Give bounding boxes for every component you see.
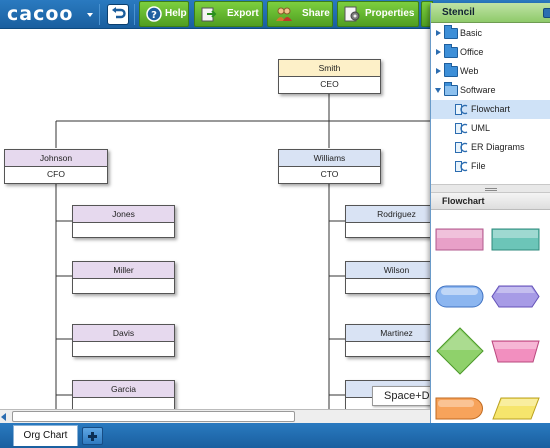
stencil-icon — [455, 161, 468, 172]
stencil-header: Stencil — [431, 3, 550, 23]
org-node-ceo[interactable]: Smith CEO — [278, 59, 381, 94]
stencil-icon — [455, 142, 468, 153]
tree-item-flowchart[interactable]: Flowchart — [431, 100, 550, 119]
org-node-report[interactable]: Jones — [72, 205, 175, 238]
node-name: Miller — [73, 262, 174, 279]
help-icon: ? — [146, 6, 162, 22]
share-button[interactable]: Share — [267, 1, 333, 27]
collapse-arrow-icon[interactable] — [435, 88, 441, 93]
decision-shape[interactable] — [435, 327, 485, 375]
panel-splitter-handle[interactable] — [431, 184, 550, 193]
shape-palette-header: Flowchart — [431, 193, 550, 210]
tree-item-label: Basic — [460, 28, 483, 38]
collapse-panel-icon[interactable] — [543, 8, 550, 18]
folder-open-icon — [444, 82, 458, 96]
node-role: CFO — [47, 169, 65, 179]
tree-item-software[interactable]: Software — [431, 81, 550, 100]
properties-label: Properties — [365, 8, 415, 19]
pan-hint-tooltip: Space+Drag — [372, 386, 434, 406]
grip-icon — [485, 188, 497, 189]
svg-text:?: ? — [151, 10, 157, 21]
expand-arrow-icon[interactable] — [436, 49, 441, 55]
tree-item-label: Flowchart — [471, 104, 511, 114]
stencil-title: Stencil — [442, 7, 475, 18]
tree-item-er-diagrams[interactable]: ER Diagrams — [431, 138, 550, 157]
org-node-cfo[interactable]: Johnson CFO — [4, 149, 108, 184]
tree-item-label: Web — [460, 66, 479, 76]
alternate-process-shape[interactable] — [491, 228, 541, 252]
expand-arrow-icon[interactable] — [436, 68, 441, 74]
tree-item-basic[interactable]: Basic — [431, 24, 550, 43]
toolbar-divider — [99, 4, 100, 25]
node-role: CTO — [320, 169, 339, 179]
preparation-shape[interactable] — [491, 284, 541, 310]
node-name: Jones — [73, 206, 174, 223]
stencil-icon — [455, 104, 468, 115]
tab-org-chart[interactable]: Org Chart — [13, 425, 78, 446]
node-name: Rodriguez — [346, 206, 447, 223]
org-node-report[interactable]: Davis — [72, 324, 175, 357]
tree-item-uml[interactable]: UML — [431, 119, 550, 138]
process-shape[interactable] — [435, 228, 485, 252]
export-icon — [201, 7, 217, 22]
export-button[interactable]: Export — [194, 1, 263, 27]
node-name: Smith — [279, 60, 380, 77]
node-name: Johnson — [5, 150, 107, 167]
sheet-tab-bar: Org Chart — [0, 423, 550, 448]
properties-icon — [344, 6, 360, 22]
help-label: Help — [165, 8, 187, 19]
tree-item-label: ER Diagrams — [471, 142, 525, 152]
help-button[interactable]: ? Help — [139, 1, 189, 27]
org-node-report[interactable]: Garcia — [72, 380, 175, 409]
node-name: Martinez — [346, 325, 447, 342]
node-name: Garcia — [73, 381, 174, 398]
stencil-icon — [455, 123, 468, 134]
horizontal-scrollbar[interactable] — [0, 409, 430, 423]
scrollbar-thumb[interactable] — [12, 411, 295, 422]
folder-icon — [444, 25, 458, 39]
add-sheet-button[interactable] — [82, 427, 103, 445]
node-name: Wilson — [346, 262, 447, 279]
tree-item-label: Software — [460, 85, 496, 95]
toolbar-divider — [134, 4, 135, 25]
cacoo-logo[interactable]: cacoo — [7, 3, 74, 25]
org-node-report[interactable]: Martinez — [345, 324, 448, 357]
export-label: Export — [227, 8, 259, 19]
stencil-panel: Stencil Basic Office Web Software Flowch… — [430, 3, 550, 437]
terminator-shape[interactable] — [435, 284, 485, 310]
tree-item-web[interactable]: Web — [431, 62, 550, 81]
properties-button[interactable]: Properties — [337, 1, 419, 27]
share-users-icon — [276, 7, 292, 21]
expand-arrow-icon[interactable] — [436, 30, 441, 36]
tree-item-file[interactable]: File — [431, 157, 550, 176]
undo-icon — [112, 7, 126, 19]
org-node-cto[interactable]: Williams CTO — [278, 149, 381, 184]
org-node-report[interactable]: Miller — [72, 261, 175, 294]
data-shape[interactable] — [491, 396, 541, 422]
org-chart-connectors — [55, 92, 430, 409]
share-label: Share — [302, 8, 330, 19]
tree-item-label: UML — [471, 123, 491, 133]
node-role: CEO — [320, 79, 339, 89]
tree-item-office[interactable]: Office — [431, 43, 550, 62]
node-name: Williams — [279, 150, 380, 167]
node-name: Davis — [73, 325, 174, 342]
delay-shape[interactable] — [435, 396, 485, 422]
tree-item-label: Office — [460, 47, 484, 57]
tree-item-label: File — [471, 161, 486, 171]
folder-icon — [444, 44, 458, 58]
undo-button[interactable] — [107, 4, 129, 25]
chevron-down-icon[interactable] — [87, 13, 93, 17]
folder-icon — [444, 63, 458, 77]
scroll-left-arrow-icon[interactable] — [1, 413, 6, 421]
manual-operation-shape[interactable] — [491, 339, 541, 365]
